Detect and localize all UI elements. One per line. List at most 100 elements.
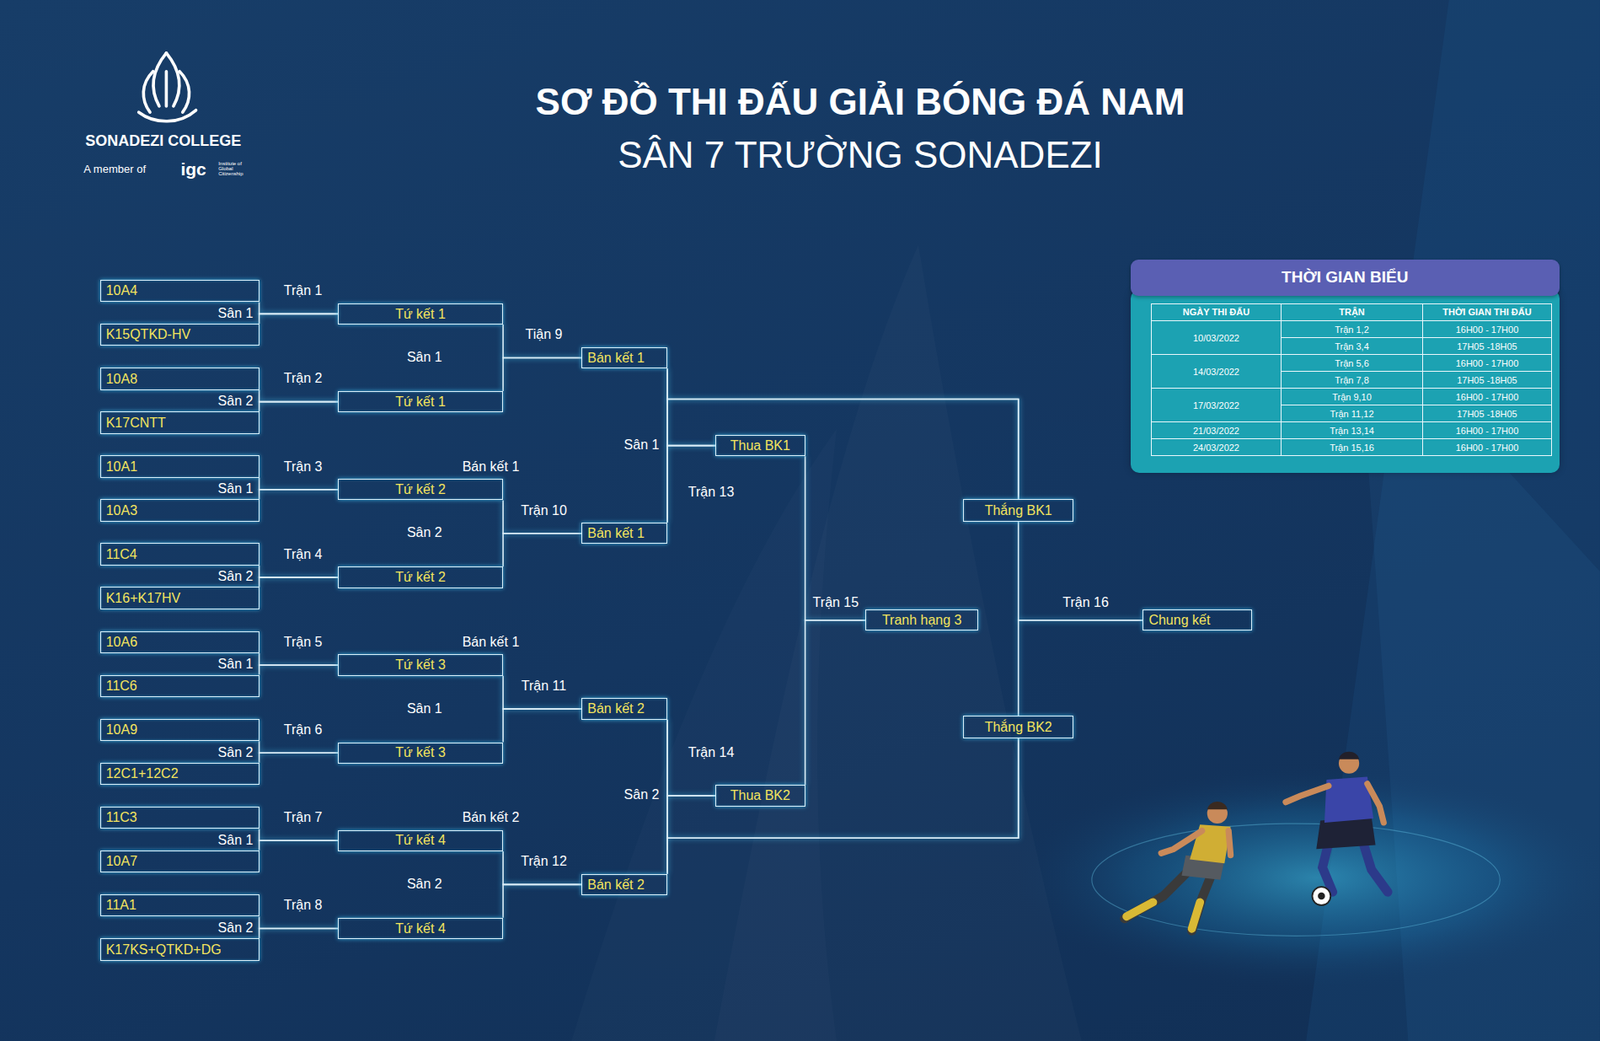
loser-box: Thua BK2: [715, 784, 806, 806]
table-header: TRẬN: [1280, 303, 1423, 322]
box-text: Chung kết: [1148, 612, 1210, 628]
box-text: Tứ kết 1: [395, 394, 446, 410]
bracket-line: [259, 752, 338, 762]
table-cell: Trận 11,12: [1280, 405, 1423, 423]
shirt: [1189, 824, 1231, 863]
leg: [1322, 842, 1333, 892]
quarterfinal-box: Tứ kết 3: [337, 742, 504, 764]
table-cell: Trận 3,4: [1280, 337, 1423, 355]
bracket-line: [503, 533, 582, 567]
box-text: K15QTKD-HV: [106, 326, 191, 343]
court-label: Sân 2: [218, 920, 254, 936]
logo-stroke: [143, 71, 153, 113]
table-cell: 16H00 - 17H00: [1423, 438, 1552, 456]
team-box: 10A4: [100, 279, 260, 303]
watermark-shape: [571, 428, 837, 1041]
court-label: Sân 1: [218, 481, 254, 497]
quarterfinal-box: Tứ kết 4: [337, 829, 504, 851]
college-logo: [139, 53, 197, 122]
team-box: 10A3: [100, 498, 260, 522]
box-text: Bán kết 2: [587, 701, 645, 717]
box-text: Thua BK2: [730, 787, 791, 803]
bracket-line: [503, 708, 582, 742]
team-box: 11C6: [100, 674, 260, 698]
bracket-line: [259, 652, 338, 665]
round-label: Bán kết 1: [462, 458, 520, 474]
logo-stroke: [165, 53, 179, 107]
box-text: Tứ kết 4: [395, 920, 446, 937]
table-cell: 21/03/2022: [1151, 422, 1282, 439]
box-text: 11A1: [106, 897, 137, 913]
arm: [1228, 830, 1231, 856]
team-box: K15QTKD-HV: [100, 323, 260, 347]
match-label: Trận 3: [283, 458, 323, 474]
bracket-line: [667, 445, 716, 524]
bracket-line: [259, 301, 338, 314]
team-box: 10A9: [100, 718, 260, 742]
table-cell: 16H00 - 17H00: [1423, 388, 1552, 406]
table-cell: 24/03/2022: [1151, 438, 1282, 456]
bracket-line: [1018, 521, 1144, 621]
box-text: 11C3: [106, 809, 138, 825]
box-text: 10A9: [106, 722, 138, 738]
box-text: 10A6: [106, 634, 138, 650]
quarterfinal-box: Tứ kết 4: [337, 917, 504, 939]
match-label: Trận 6: [283, 722, 323, 738]
table-cell: 17/03/2022: [1151, 388, 1282, 423]
team-box: 10A8: [100, 367, 260, 391]
bracket-line: [259, 489, 338, 499]
box-text: 10A3: [106, 503, 138, 519]
bracket-line: [805, 455, 866, 620]
arm: [1285, 785, 1329, 802]
team-box: K17KS+QTKD+DG: [100, 937, 260, 961]
team-box: 11A1: [100, 893, 260, 917]
semifinal-box: Bán kết 1: [581, 347, 668, 369]
match-label: Trận 13: [688, 483, 735, 499]
team-box: 10A7: [100, 850, 260, 873]
table-cell: 10/03/2022: [1151, 321, 1282, 355]
table-cell: Trận 9,10: [1280, 388, 1423, 406]
court-label: Sân 1: [218, 831, 254, 847]
schedule-panel: THỜI GIAN BIỂUNGÀY THI ĐẤUTRẬNTHỜI GIAN …: [1130, 259, 1560, 473]
hair: [1207, 801, 1228, 809]
table-cell: Trận 13,14: [1280, 422, 1423, 439]
logo-stroke: [165, 71, 169, 107]
court-label: Sân 2: [218, 743, 254, 760]
table-cell: Trận 7,8: [1280, 371, 1423, 389]
box-text: Thắng BK2: [984, 719, 1053, 735]
bracket-line: [259, 401, 338, 413]
table-cell: 17H05 -18H05: [1423, 405, 1552, 423]
box-text: Tứ kết 3: [395, 744, 446, 760]
bracket-line: [259, 828, 338, 841]
logo-stroke: [179, 71, 189, 113]
box-text: Tứ kết 4: [395, 832, 446, 848]
panel-header: THỜI GIAN BIỂU: [1130, 259, 1560, 297]
quarterfinal-box: Tứ kết 1: [337, 303, 504, 325]
semifinal-box: Bán kết 2: [581, 697, 668, 719]
match-label: Trận 1: [283, 283, 323, 299]
igc-subtext: Institute of Global Citizenship: [218, 160, 251, 177]
logo-stroke: [153, 53, 166, 107]
brand-name: SONADEZI COLLEGE: [85, 132, 241, 150]
table-cell: Trận 1,2: [1280, 321, 1423, 338]
match-label: Trận 14: [688, 743, 735, 760]
match-label: Trận 2: [283, 370, 323, 386]
bracket-line: [667, 368, 716, 445]
arm: [1161, 830, 1202, 854]
court-label: Sân 1: [406, 700, 443, 716]
semifinal-box: Bán kết 2: [581, 873, 668, 895]
stage-glow: [1010, 765, 1600, 990]
sock: [1126, 901, 1153, 916]
winner-box: Thắng BK1: [963, 498, 1074, 522]
team-box: 12C1+12C2: [100, 762, 260, 786]
box-text: Tứ kết 1: [395, 306, 446, 322]
match-label: Trận 10: [520, 502, 568, 518]
table-header: NGÀY THI ĐẤU: [1151, 303, 1282, 322]
round-label: Bán kết 2: [462, 809, 520, 825]
ball-patch: [1317, 892, 1325, 899]
player-yellow: [1124, 801, 1231, 931]
bracket-line: [259, 740, 338, 753]
table-cell: 17H05 -18H05: [1423, 371, 1552, 389]
loser-box: Thua BK1: [715, 434, 806, 456]
team-box: 11C4: [100, 542, 260, 566]
